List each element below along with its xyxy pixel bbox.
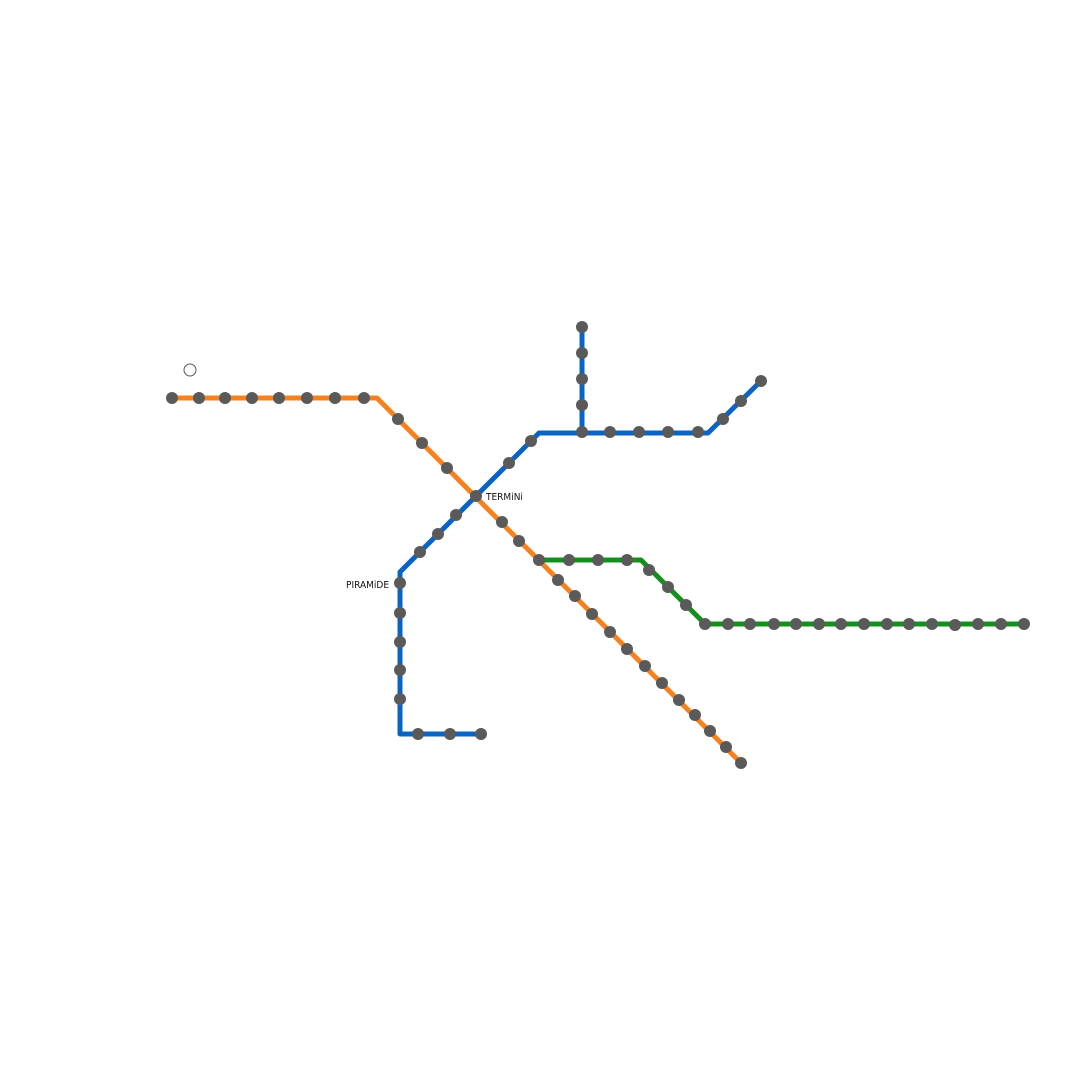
station-orange-10[interactable]	[416, 437, 428, 449]
station-green-21[interactable]	[1018, 618, 1030, 630]
station-blue-branch-2[interactable]	[576, 373, 588, 385]
station-piramide[interactable]	[394, 577, 406, 589]
label-piramide: PIRAMiDE	[346, 580, 389, 591]
station-blue-7[interactable]	[394, 607, 406, 619]
station-green-14[interactable]	[858, 618, 870, 630]
station-green-6[interactable]	[680, 599, 692, 611]
station-orange-3[interactable]	[219, 392, 231, 404]
station-blue-1[interactable]	[475, 728, 487, 740]
station-orange-11[interactable]	[441, 462, 453, 474]
station-green-16[interactable]	[903, 618, 915, 630]
station-green-3[interactable]	[621, 554, 633, 566]
station-blue-branch-1[interactable]	[576, 399, 588, 411]
station-green-9[interactable]	[744, 618, 756, 630]
station-blue-15[interactable]	[604, 426, 616, 438]
station-blue-5[interactable]	[394, 664, 406, 676]
open-circle-icon	[183, 363, 197, 377]
station-orange-13[interactable]	[496, 516, 508, 528]
station-blue-20[interactable]	[735, 395, 747, 407]
station-orange-9[interactable]	[392, 413, 404, 425]
station-blue-13[interactable]	[525, 435, 537, 447]
station-orange-22[interactable]	[656, 677, 668, 689]
station-green-17[interactable]	[926, 618, 938, 630]
station-orange-5[interactable]	[273, 392, 285, 404]
station-green-20[interactable]	[995, 618, 1007, 630]
station-orange-20[interactable]	[621, 643, 633, 655]
station-blue-12[interactable]	[503, 457, 515, 469]
station-blue-3[interactable]	[412, 728, 424, 740]
station-orange-27[interactable]	[735, 757, 747, 769]
station-green-8[interactable]	[722, 618, 734, 630]
station-orange-16[interactable]	[552, 574, 564, 586]
station-orange-7[interactable]	[329, 392, 341, 404]
station-orange-25[interactable]	[704, 725, 716, 737]
station-orange-2[interactable]	[193, 392, 205, 404]
station-green-1[interactable]	[563, 554, 575, 566]
station-orange-14[interactable]	[513, 535, 525, 547]
station-orange-21[interactable]	[639, 660, 651, 672]
station-green-2[interactable]	[592, 554, 604, 566]
station-blue-junction[interactable]	[576, 426, 588, 438]
green-line	[539, 557, 1024, 627]
station-blue-11[interactable]	[450, 509, 462, 521]
station-orange-24[interactable]	[689, 709, 701, 721]
station-green-13[interactable]	[835, 618, 847, 630]
station-green-18[interactable]	[949, 619, 961, 631]
station-orange-6[interactable]	[301, 392, 313, 404]
station-green-4[interactable]	[643, 564, 655, 576]
station-blue-2[interactable]	[444, 728, 456, 740]
station-green-5[interactable]	[662, 581, 674, 593]
station-blue-19[interactable]	[717, 413, 729, 425]
station-green-7[interactable]	[699, 618, 711, 630]
station-interchange-green[interactable]	[533, 554, 545, 566]
station-blue-4[interactable]	[394, 693, 406, 705]
station-orange-23[interactable]	[673, 694, 685, 706]
station-green-15[interactable]	[881, 618, 893, 630]
station-green-12[interactable]	[813, 618, 825, 630]
station-orange-4[interactable]	[246, 392, 258, 404]
station-blue-17[interactable]	[662, 426, 674, 438]
orange-line	[172, 395, 743, 765]
station-blue-6[interactable]	[394, 636, 406, 648]
station-orange-26[interactable]	[720, 741, 732, 753]
station-blue-10[interactable]	[432, 528, 444, 540]
station-orange-8[interactable]	[358, 392, 370, 404]
station-green-11[interactable]	[790, 618, 802, 630]
station-green-19[interactable]	[972, 618, 984, 630]
station-orange-1[interactable]	[166, 392, 178, 404]
station-orange-18[interactable]	[586, 608, 598, 620]
station-orange-19[interactable]	[604, 626, 616, 638]
station-termini[interactable]	[470, 490, 482, 502]
station-blue-16[interactable]	[633, 426, 645, 438]
station-blue-18[interactable]	[692, 426, 704, 438]
station-blue-branch-3[interactable]	[576, 347, 588, 359]
station-blue-branch-4[interactable]	[576, 321, 588, 333]
station-blue-9[interactable]	[414, 546, 426, 558]
station-orange-17[interactable]	[569, 590, 581, 602]
station-blue-21[interactable]	[755, 375, 767, 387]
label-termini: TERMiNi	[485, 492, 523, 503]
station-green-10[interactable]	[768, 618, 780, 630]
stations	[166, 321, 1030, 769]
